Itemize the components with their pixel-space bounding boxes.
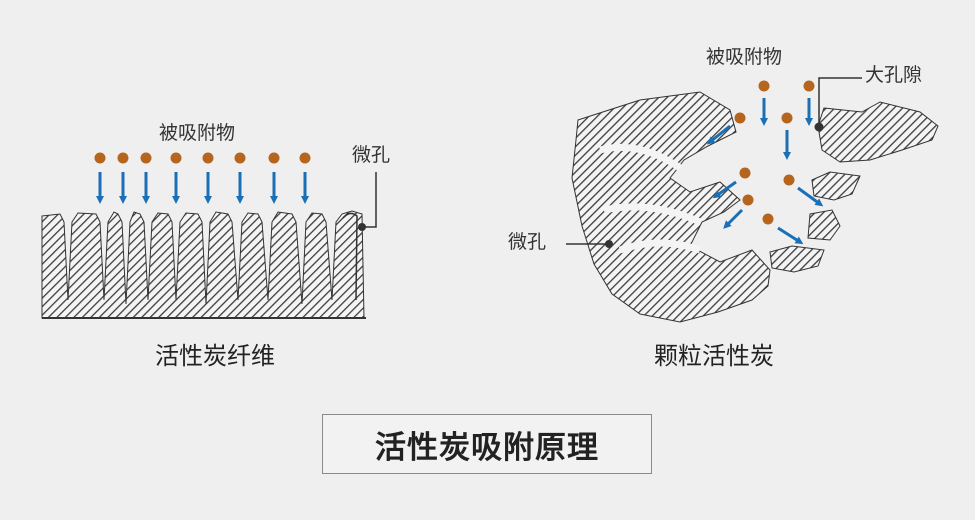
adsorbate-dot bbox=[117, 152, 129, 164]
granule-caption: 颗粒活性炭 bbox=[654, 342, 774, 370]
fiber-caption: 活性炭纤维 bbox=[155, 342, 275, 370]
granule-structure bbox=[571, 91, 939, 323]
adsorbate-dot bbox=[140, 152, 152, 164]
arrow bbox=[797, 186, 824, 207]
title-frame: 活性炭吸附原理 bbox=[322, 414, 652, 474]
adsorbate-dot bbox=[742, 194, 754, 206]
macropore-label: 大孔隙 bbox=[865, 64, 923, 86]
adsorbate-dot bbox=[758, 80, 770, 92]
granule-adsorbate-dots bbox=[734, 80, 815, 225]
granule-arrows bbox=[706, 98, 824, 245]
fiber-micropore-callout bbox=[358, 172, 377, 231]
adsorbate-dot bbox=[803, 80, 815, 92]
adsorbate-dot bbox=[170, 152, 182, 164]
arrow bbox=[723, 208, 744, 229]
fiber-micropore-label: 微孔 bbox=[352, 144, 391, 166]
adsorbate-dot bbox=[781, 112, 793, 124]
page-title: 活性炭吸附原理 bbox=[375, 429, 599, 466]
adsorbate-dot bbox=[739, 167, 751, 179]
adsorbate-dot bbox=[268, 152, 280, 164]
granule-adsorbate-label: 被吸附物 bbox=[706, 46, 783, 68]
arrow bbox=[777, 226, 804, 245]
fiber-adsorbate-label: 被吸附物 bbox=[159, 122, 236, 144]
adsorbate-dot bbox=[234, 152, 246, 164]
adsorbate-dot bbox=[202, 152, 214, 164]
arrow bbox=[712, 180, 737, 199]
adsorbate-dot bbox=[762, 213, 774, 225]
adsorbate-dot bbox=[734, 112, 746, 124]
adsorbate-dot bbox=[783, 174, 795, 186]
arrow bbox=[706, 124, 731, 145]
fiber-structure bbox=[41, 210, 366, 319]
granule-micropore-callout bbox=[566, 240, 613, 248]
adsorbate-dot bbox=[299, 152, 311, 164]
adsorbate-dot bbox=[94, 152, 106, 164]
fiber-arrows bbox=[96, 172, 309, 204]
macropore-callout bbox=[814, 77, 862, 132]
fiber-adsorbate-dots bbox=[94, 152, 311, 164]
granule-micropore-label: 微孔 bbox=[508, 231, 547, 253]
